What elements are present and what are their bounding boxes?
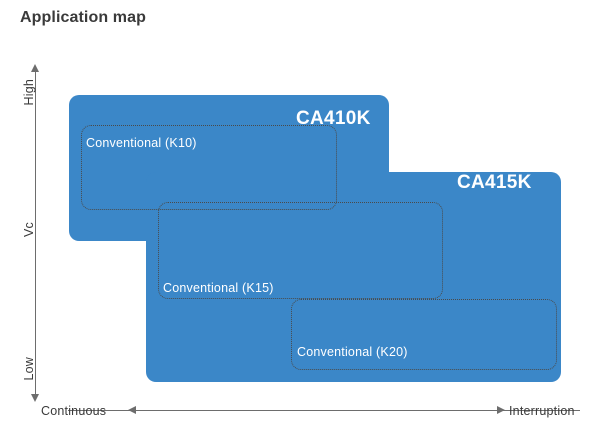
region-ca415k	[146, 172, 561, 382]
x-axis-line	[68, 410, 580, 411]
dotted-label-conventional-k20: Conventional (K20)	[297, 345, 408, 359]
y-axis-down-arrow-icon	[31, 394, 39, 402]
page-title: Application map	[20, 9, 146, 26]
x-axis-left-label: Continuous	[41, 404, 107, 418]
dotted-box-conventional-k10	[81, 125, 337, 210]
y-axis-top-label: High	[22, 79, 36, 106]
dotted-box-conventional-k15	[158, 202, 443, 299]
x-axis-right-arrow-icon	[497, 406, 505, 414]
region-label-ca415k: CA415K	[457, 172, 532, 193]
dotted-label-conventional-k10: Conventional (K10)	[86, 136, 197, 150]
y-axis-bottom-label: Low	[22, 357, 36, 381]
dotted-box-conventional-k20	[291, 299, 557, 370]
dotted-label-conventional-k15: Conventional (K15)	[163, 281, 274, 295]
y-axis-title: Vc	[22, 222, 36, 237]
y-axis-up-arrow-icon	[31, 64, 39, 72]
y-axis-line	[35, 70, 36, 400]
region-label-ca410k: CA410K	[296, 108, 371, 129]
x-axis-left-arrow-icon	[128, 406, 136, 414]
x-axis-right-label: Interruption	[509, 404, 575, 418]
